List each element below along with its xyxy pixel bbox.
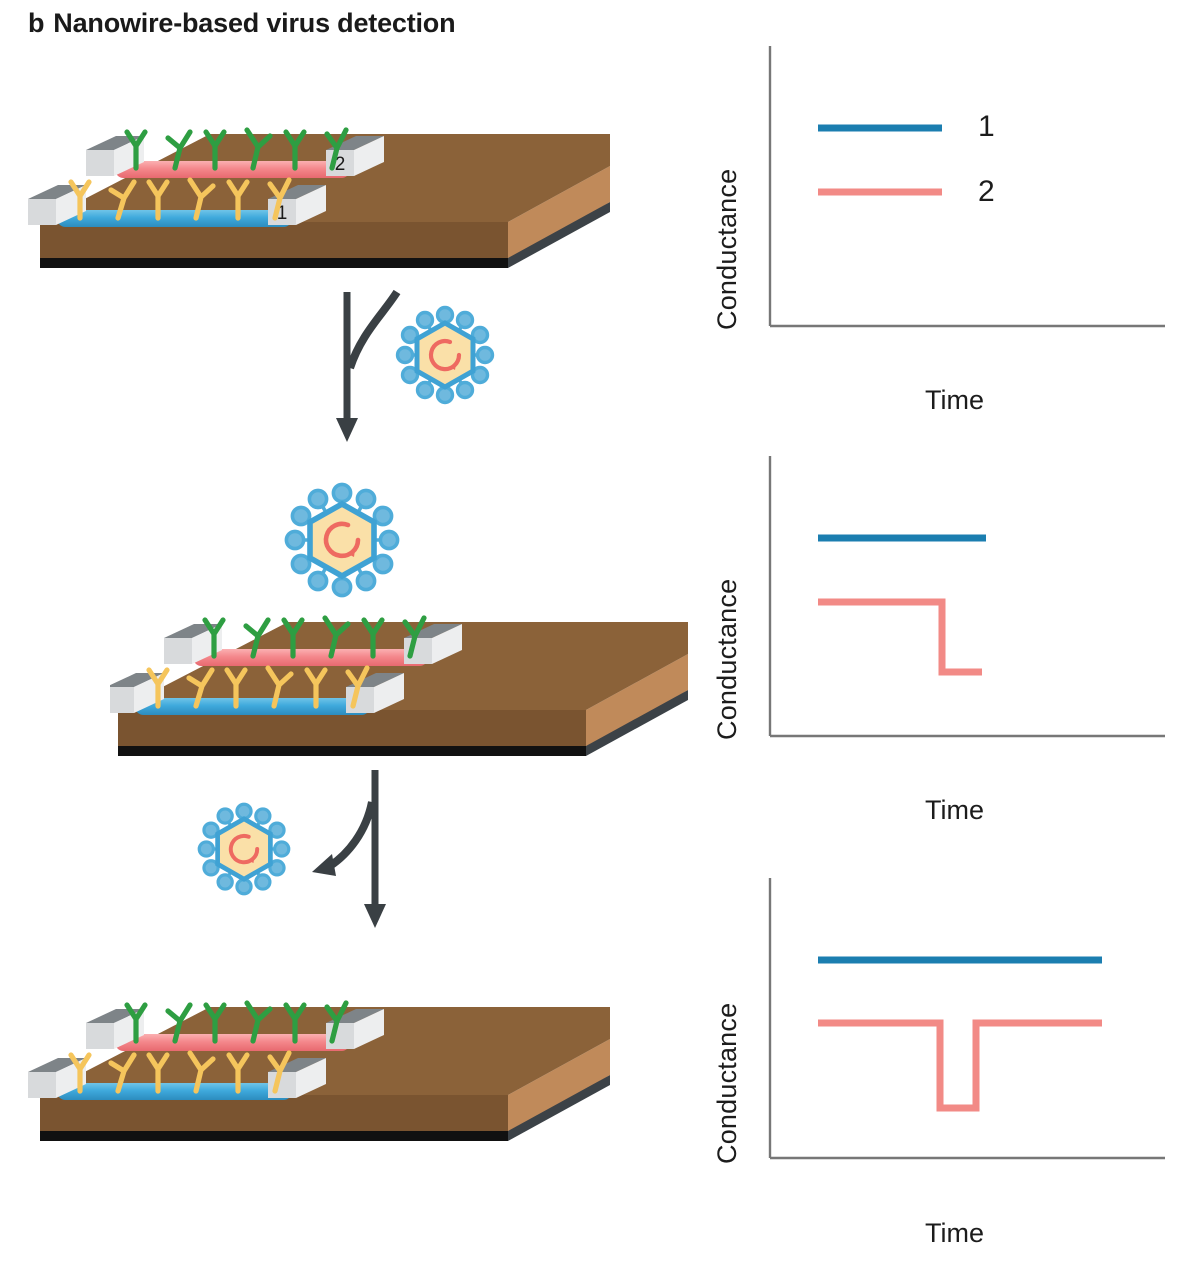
panel-letter: b xyxy=(28,8,45,38)
nanowire-1 xyxy=(57,1083,292,1100)
chart-2-y-axis-label: Conductance xyxy=(712,578,742,740)
bound-virus xyxy=(284,482,400,598)
nanowire-1 xyxy=(57,210,292,227)
chart-2-x-axis-label: Time xyxy=(925,795,984,825)
chart-1-plot xyxy=(768,46,1165,328)
chart-2-series-2 xyxy=(818,598,982,676)
electrode-label-1: 1 xyxy=(277,203,288,224)
page-title: b Nanowire-based virus detection xyxy=(28,8,456,39)
chart-panel-2: Conductance Time xyxy=(690,450,1190,830)
binding-arrow xyxy=(336,289,401,442)
chart-1-y-axis-label: Conductance xyxy=(712,168,742,330)
antibody-group-green xyxy=(124,127,349,171)
free-virus-top xyxy=(395,305,495,405)
antibody-group-yellow xyxy=(146,665,370,709)
antibody-group-yellow xyxy=(68,177,292,221)
nanowire-2 xyxy=(115,161,350,178)
free-virus-bottom xyxy=(197,802,291,896)
chart-2-plot xyxy=(768,456,1165,738)
chart-3-plot xyxy=(768,878,1165,1160)
nanowire-1 xyxy=(135,698,370,715)
panel-title-text: Nanowire-based virus detection xyxy=(53,8,456,38)
antibody-group-green xyxy=(124,1000,349,1044)
chart-1-legend-2: 2 xyxy=(978,175,995,208)
chart-panel-3: Conductance Time xyxy=(690,868,1190,1258)
device-diagram-virus-bound xyxy=(110,482,688,756)
device-diagram-before-binding: 2 1 xyxy=(28,127,610,268)
chart-3-x-axis-label: Time xyxy=(925,1218,984,1248)
antibody-group-green xyxy=(202,615,427,659)
nanowire-2 xyxy=(193,649,428,666)
antibody-group-yellow xyxy=(68,1050,292,1094)
chart-1-legend-1: 1 xyxy=(978,110,995,143)
nanowire-2 xyxy=(115,1034,350,1051)
chart-1-x-axis-label: Time xyxy=(925,385,984,415)
electrode-label-2: 2 xyxy=(335,154,346,175)
chart-3-y-axis-label: Conductance xyxy=(712,1002,742,1164)
virus-rna xyxy=(428,339,462,372)
chart-panel-1: Conductance 1 2 Time xyxy=(690,40,1190,420)
virus-capsid xyxy=(414,320,476,390)
device-diagram-virus-released xyxy=(28,1000,610,1141)
release-arrow xyxy=(312,770,386,928)
chart-3-series-2 xyxy=(818,1019,1102,1112)
virus-rna-arrowhead xyxy=(450,364,456,370)
